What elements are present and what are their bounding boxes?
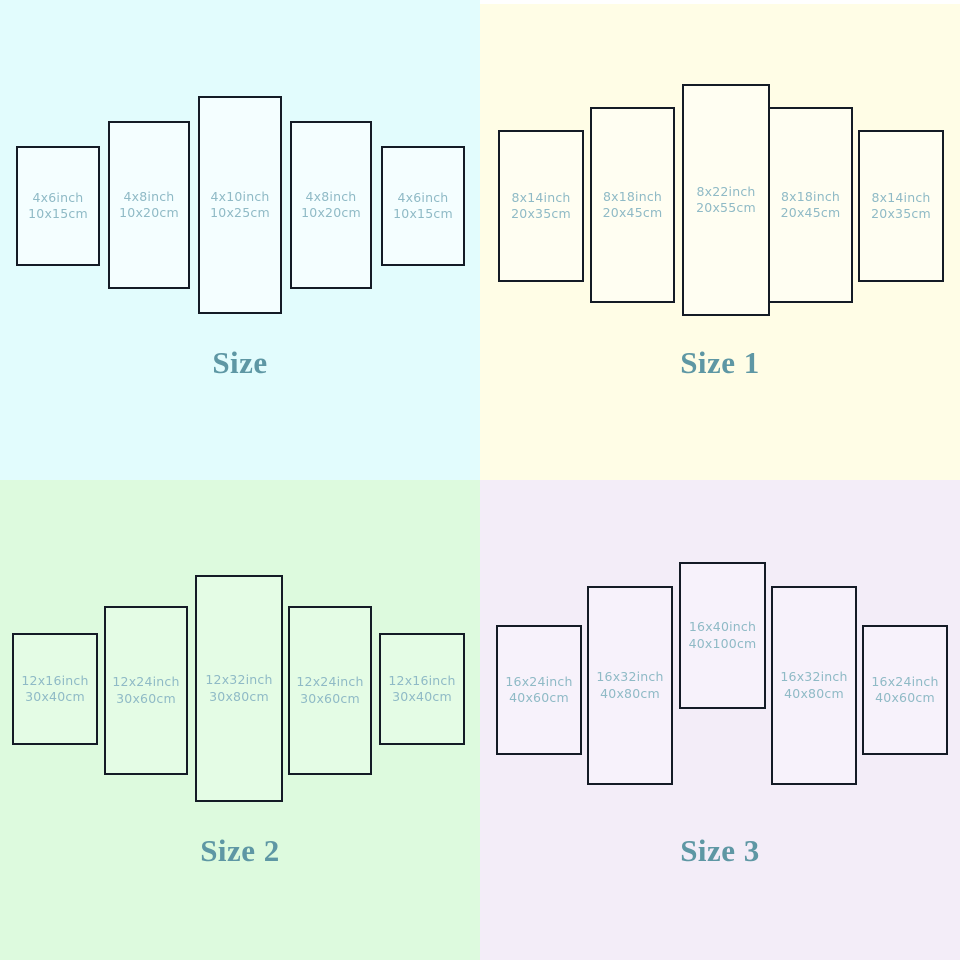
panel-size-2-5: 12x16inch 30x40cm bbox=[379, 633, 465, 745]
panel-label-cm: 10x20cm bbox=[301, 205, 361, 220]
panel-label: 12x16inch 30x40cm bbox=[388, 673, 455, 706]
panel-label-cm: 30x60cm bbox=[300, 690, 360, 706]
panel-label-inch: 16x32inch bbox=[596, 669, 664, 684]
panel-size-3-2: 16x32inch 40x80cm bbox=[587, 586, 673, 785]
panel-label-inch: 16x24inch bbox=[505, 673, 573, 689]
panel-label: 8x18inch 20x45cm bbox=[781, 189, 841, 222]
panel-size-5: 4x6inch 10x15cm bbox=[381, 146, 465, 266]
panel-size-3-4: 16x32inch 40x80cm bbox=[771, 586, 857, 785]
panel-label-inch: 12x16inch bbox=[21, 672, 89, 688]
panel-size-1-1: 8x14inch 20x35cm bbox=[498, 130, 584, 282]
panel-label-inch: 12x24inch bbox=[296, 674, 364, 689]
panel-label-inch: 16x24inch bbox=[871, 673, 939, 689]
panel-label: 8x14inch 20x35cm bbox=[511, 190, 571, 223]
panel-size-2-3: 12x32inch 30x80cm bbox=[195, 575, 283, 802]
panel-size-4: 4x8inch 10x20cm bbox=[290, 121, 372, 289]
panel-label-cm: 30x40cm bbox=[25, 689, 85, 704]
panel-size-1: 4x6inch 10x15cm bbox=[16, 146, 100, 266]
panel-label: 4x8inch 10x20cm bbox=[119, 189, 179, 222]
panel-label-inch: 12x16inch bbox=[388, 672, 456, 688]
panel-label: 4x10inch 10x25cm bbox=[210, 189, 270, 222]
panel-group-size: 4x6inch 10x15cm 4x8inch 10x20cm 4x10inch… bbox=[0, 0, 480, 480]
panel-label-inch: 12x32inch bbox=[205, 672, 273, 687]
panel-label-cm: 20x35cm bbox=[871, 206, 931, 221]
panel-label: 4x6inch 10x15cm bbox=[393, 190, 453, 223]
panel-size-1-5: 8x14inch 20x35cm bbox=[858, 130, 944, 282]
panel-label-cm: 10x15cm bbox=[393, 206, 453, 221]
panel-group-size-3: 16x24inch 40x60cm 16x32inch 40x80cm 16x4… bbox=[480, 480, 960, 960]
panel-label-inch: 8x18inch bbox=[780, 188, 841, 204]
panel-label: 12x24inch 30x60cm bbox=[296, 674, 363, 707]
panel-size-1-4: 8x18inch 20x45cm bbox=[768, 107, 853, 303]
panel-label-inch: 4x8inch bbox=[305, 188, 357, 204]
panel-label-cm: 40x60cm bbox=[509, 690, 569, 705]
panel-label: 16x32inch 40x80cm bbox=[596, 669, 663, 702]
panel-label-inch: 4x6inch bbox=[32, 189, 84, 205]
panel-label: 8x14inch 20x35cm bbox=[871, 190, 931, 223]
panel-size-3-3: 16x40inch 40x100cm bbox=[679, 562, 766, 709]
panel-size-2-2: 12x24inch 30x60cm bbox=[104, 606, 188, 775]
panel-label-cm: 30x40cm bbox=[392, 689, 452, 704]
quadrant-size: 4x6inch 10x15cm 4x8inch 10x20cm 4x10inch… bbox=[0, 0, 480, 480]
panel-label-cm: 20x35cm bbox=[511, 206, 571, 221]
panel-label: 16x32inch 40x80cm bbox=[780, 669, 847, 702]
panel-label-inch: 4x10inch bbox=[210, 188, 270, 204]
panel-label: 12x16inch 30x40cm bbox=[21, 673, 88, 706]
panel-label-cm: 20x45cm bbox=[602, 205, 663, 220]
panel-label-cm: 40x100cm bbox=[688, 635, 757, 651]
panel-label-cm: 30x60cm bbox=[116, 690, 176, 706]
quadrant-title-size-3: Size 3 bbox=[680, 833, 760, 868]
panel-label: 16x24inch 40x60cm bbox=[505, 674, 572, 707]
panel-size-3: 4x10inch 10x25cm bbox=[198, 96, 282, 314]
panel-size-2-4: 12x24inch 30x60cm bbox=[288, 606, 372, 775]
panel-label-inch: 8x14inch bbox=[871, 189, 931, 205]
panel-label-inch: 12x24inch bbox=[112, 674, 180, 689]
quadrant-title-size: Size bbox=[212, 345, 268, 380]
panel-label-inch: 16x32inch bbox=[780, 669, 848, 684]
panel-label-inch: 4x8inch bbox=[123, 188, 175, 204]
panel-label-cm: 40x60cm bbox=[875, 690, 935, 705]
panel-label-cm: 10x20cm bbox=[119, 205, 179, 220]
panel-size-1-3: 8x22inch 20x55cm bbox=[682, 84, 770, 316]
panel-label: 8x18inch 20x45cm bbox=[603, 189, 663, 222]
panel-label: 12x32inch 30x80cm bbox=[205, 672, 272, 705]
panel-label-cm: 10x25cm bbox=[210, 205, 270, 220]
quadrant-title-size-1: Size 1 bbox=[680, 345, 760, 380]
panel-size-3-5: 16x24inch 40x60cm bbox=[862, 625, 948, 755]
panel-label: 4x8inch 10x20cm bbox=[301, 189, 361, 222]
quadrant-size-3: 16x24inch 40x60cm 16x32inch 40x80cm 16x4… bbox=[480, 480, 960, 960]
panel-label: 16x24inch 40x60cm bbox=[871, 674, 938, 707]
panel-group-size-1: 8x14inch 20x35cm 8x18inch 20x45cm 8x22in… bbox=[480, 0, 960, 480]
panel-label: 4x6inch 10x15cm bbox=[28, 190, 88, 223]
panel-size-2-1: 12x16inch 30x40cm bbox=[12, 633, 98, 745]
panel-label-cm: 40x80cm bbox=[600, 685, 660, 701]
panel-label-inch: 16x40inch bbox=[688, 619, 757, 634]
panel-size-3-1: 16x24inch 40x60cm bbox=[496, 625, 582, 755]
panel-size-1-2: 8x18inch 20x45cm bbox=[590, 107, 675, 303]
panel-label-inch: 8x22inch bbox=[696, 183, 756, 199]
panel-label-cm: 20x45cm bbox=[780, 205, 841, 220]
panel-label-inch: 8x18inch bbox=[602, 188, 663, 204]
panel-group-size-2: 12x16inch 30x40cm 12x24inch 30x60cm 12x3… bbox=[0, 480, 480, 960]
top-white-strip bbox=[480, 0, 960, 4]
panel-label-cm: 40x80cm bbox=[784, 685, 844, 701]
quadrant-title-size-2: Size 2 bbox=[200, 833, 280, 868]
quadrant-size-1: 8x14inch 20x35cm 8x18inch 20x45cm 8x22in… bbox=[480, 0, 960, 480]
panel-label: 12x24inch 30x60cm bbox=[112, 674, 179, 707]
panel-label-inch: 8x14inch bbox=[511, 189, 571, 205]
panel-label-inch: 4x6inch bbox=[397, 189, 449, 205]
panel-label-cm: 20x55cm bbox=[696, 200, 756, 215]
panel-size-2: 4x8inch 10x20cm bbox=[108, 121, 190, 289]
panel-label: 8x22inch 20x55cm bbox=[696, 184, 756, 217]
panel-label-cm: 10x15cm bbox=[28, 206, 88, 221]
panel-label-cm: 30x80cm bbox=[209, 688, 269, 704]
panel-label: 16x40inch 40x100cm bbox=[689, 619, 757, 652]
quadrant-size-2: 12x16inch 30x40cm 12x24inch 30x60cm 12x3… bbox=[0, 480, 480, 960]
